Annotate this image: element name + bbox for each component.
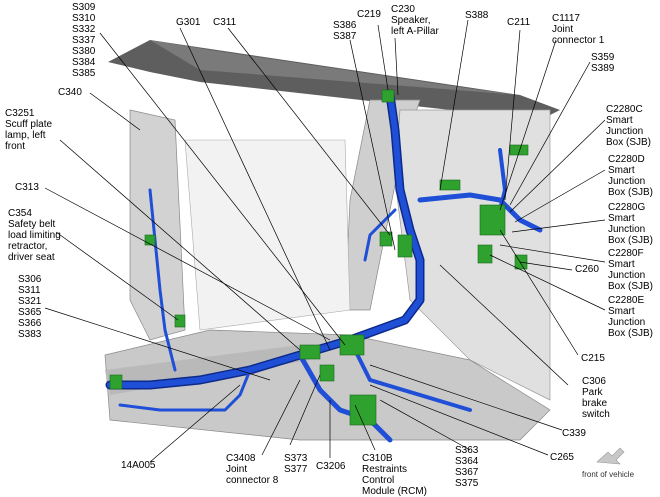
label-s309: S309 S310 S332 S337 S380 S384 S385 <box>72 2 96 79</box>
label-s386: S386 S387 <box>333 20 357 42</box>
front-of-vehicle-label: front of vehicle <box>582 470 635 479</box>
door-opening <box>184 139 351 331</box>
label-c265: C265 <box>550 452 574 463</box>
label-c260: C260 <box>575 264 599 275</box>
label-s388: S388 <box>465 10 489 21</box>
label-c219: C219 <box>357 9 381 20</box>
label-c339: C339 <box>562 428 586 439</box>
label-c2280g: C2280G Smart Junction Box (SJB) <box>608 202 654 246</box>
label-c1117: C1117 Joint connector 1 <box>552 13 605 46</box>
label-s363: S363 S364 S367 S375 <box>455 445 479 489</box>
label-c313: C313 <box>15 182 39 193</box>
label-c3408: C3408 Joint connector 8 <box>226 453 279 486</box>
label-c211: C211 <box>507 17 531 28</box>
label-s306: S306 S311 S321 S365 S366 S383 <box>18 274 42 340</box>
label-c310b: C310B Restraints Control Module (RCM) <box>362 453 428 497</box>
wire-harness <box>105 90 543 443</box>
label-c2280d: C2280D Smart Junction Box (SJB) <box>608 154 654 198</box>
label-s373: S373 S377 <box>284 453 308 475</box>
roof-panel-top <box>150 40 520 95</box>
label-c215: C215 <box>581 353 605 364</box>
label-c340: C340 <box>58 87 82 98</box>
label-c2280e: C2280E Smart Junction Box (SJB) <box>608 295 654 339</box>
label-g301: G301 <box>176 17 201 28</box>
front-arrow-icon <box>596 447 625 465</box>
label-c354: C354 Safety belt load limiting retractor… <box>8 208 61 263</box>
label-c311: C311 <box>213 17 237 28</box>
label-c3206: C3206 <box>316 461 346 472</box>
label-c306: C306 Park brake switch <box>582 376 610 420</box>
label-c3251: C3251 Scuff plate lamp, left front <box>5 108 53 152</box>
label-c230: C230 Speaker, left A-Pillar <box>391 4 439 37</box>
label-s359: S359 S389 <box>591 52 615 74</box>
label-14a005: 14A005 <box>121 460 156 471</box>
label-c2280c: C2280C Smart Junction Box (SJB) <box>606 104 652 148</box>
label-c2280f: C2280F Smart Junction Box (SJB) <box>608 248 654 292</box>
leader-lines <box>44 19 606 463</box>
